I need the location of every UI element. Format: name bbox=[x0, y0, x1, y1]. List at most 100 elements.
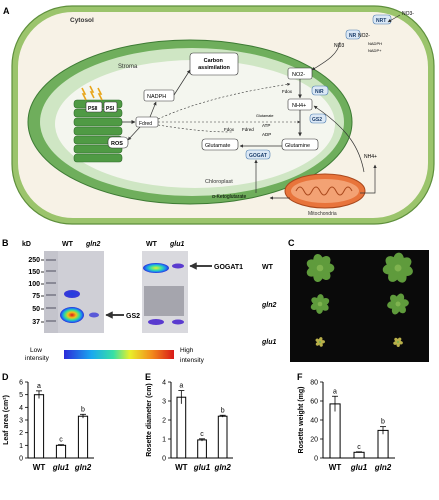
x-tick-label: glu1 bbox=[350, 463, 368, 472]
significance-letter: c bbox=[59, 437, 63, 444]
blot-gs2-ladder-band bbox=[46, 259, 56, 261]
y-tick-label: 2 bbox=[162, 418, 166, 425]
ladder-label-100: 100 bbox=[28, 281, 40, 288]
row-label-gln2: gln2 bbox=[261, 302, 276, 309]
gs2-box bbox=[309, 113, 327, 124]
ladder-label-75: 75 bbox=[32, 293, 40, 300]
fd-red-mid: Fdred bbox=[242, 127, 254, 132]
mitochondria-label: Mitochondria bbox=[308, 211, 337, 217]
band-gogat-glu1 bbox=[172, 263, 184, 269]
gs2-label-a: GS2 bbox=[312, 117, 322, 123]
intensity-colorbar bbox=[64, 350, 174, 359]
x-tick-label: WT bbox=[33, 463, 46, 472]
row-label-wt: WT bbox=[262, 264, 274, 271]
panel-c-letter: C bbox=[288, 238, 295, 248]
rosette-plant bbox=[387, 293, 409, 315]
fd-ox-mid: Fdox bbox=[224, 127, 235, 132]
panel-b-letter: B bbox=[2, 238, 9, 248]
bar-gln2 bbox=[377, 429, 389, 459]
significance-letter: b bbox=[221, 407, 225, 414]
x-tick-label: gln2 bbox=[213, 463, 231, 472]
y-tick-label: 4 bbox=[162, 380, 166, 387]
blot-gs2-ladder-band bbox=[46, 307, 56, 309]
ros-box bbox=[107, 136, 129, 149]
nir-label: NiR bbox=[315, 89, 324, 95]
blot-gs2-ladder-band bbox=[46, 270, 56, 272]
ros-label: ROS bbox=[111, 141, 123, 147]
y-tick-label: 3 bbox=[162, 399, 166, 406]
carbon-word: Carbon bbox=[204, 58, 224, 64]
low-intensity-label: intensity bbox=[25, 355, 50, 362]
panel-a-letter: A bbox=[3, 6, 10, 16]
bar-glu1 bbox=[55, 444, 67, 459]
significance-letter: b bbox=[381, 419, 385, 426]
band-gs2-wt bbox=[60, 307, 84, 323]
y-tick-label: 0 bbox=[162, 456, 166, 463]
x-tick-label: glu1 bbox=[52, 463, 70, 472]
nadp-small-label: NADP+ bbox=[368, 48, 382, 53]
row-label-glu1: glu1 bbox=[261, 339, 276, 346]
y-tick-label: 3 bbox=[19, 418, 23, 425]
psi-box bbox=[103, 101, 118, 113]
gogat-box bbox=[245, 149, 271, 160]
bar-wt bbox=[176, 396, 187, 459]
y-tick-label: 1 bbox=[19, 443, 23, 450]
y-axis-label: Leaf area (cm²) bbox=[3, 395, 10, 445]
bar-gln2 bbox=[77, 415, 89, 459]
nrt-label: NRT bbox=[376, 18, 386, 24]
y-tick-label: 4 bbox=[19, 405, 23, 412]
glutamate-box bbox=[201, 138, 239, 151]
y-tick-label: 0 bbox=[19, 456, 23, 463]
band-gogat-low-glu1 bbox=[172, 319, 184, 325]
no2-cyto-label: NO2- bbox=[358, 33, 370, 39]
psi-label: PSI bbox=[106, 106, 115, 112]
x-tick-label: WT bbox=[175, 463, 188, 472]
nr-label: NR bbox=[349, 33, 357, 39]
fd-red-label: Fdred bbox=[139, 121, 152, 127]
x-tick-label: glu1 bbox=[193, 463, 211, 472]
ketoglutarate-label: α-Ketoglutarate bbox=[212, 194, 247, 200]
y-tick-label: 20 bbox=[310, 437, 318, 444]
y-tick-label: 60 bbox=[310, 399, 318, 406]
col-wt-left: WT bbox=[62, 241, 74, 248]
y-axis-label: Rosette weight (mg) bbox=[298, 387, 305, 454]
ladder-label-37: 37 bbox=[32, 319, 40, 326]
glutamine-label: Glutamine bbox=[285, 143, 310, 149]
band-gogat-wt bbox=[143, 263, 169, 273]
significance-letter: b bbox=[81, 406, 85, 413]
y-axis-label: Rosette diameter (cm) bbox=[146, 383, 153, 457]
ladder-label-50: 50 bbox=[32, 306, 40, 313]
rosette-plant bbox=[310, 294, 330, 314]
y-tick-label: 40 bbox=[310, 418, 318, 425]
band-gs2-gln2 bbox=[89, 312, 99, 318]
y-tick-label: 80 bbox=[310, 380, 318, 387]
y-tick-label: 1 bbox=[162, 437, 166, 444]
rosette-plant bbox=[393, 337, 403, 347]
x-tick-label: WT bbox=[329, 463, 342, 472]
x-tick-label: gln2 bbox=[374, 463, 392, 472]
col-wt-right: WT bbox=[146, 241, 158, 248]
panel-c: C WT gln2 glu1 bbox=[261, 238, 429, 362]
blot-gs2-ladder-band bbox=[46, 320, 56, 322]
psii-box bbox=[85, 101, 103, 113]
bar-wt bbox=[329, 403, 341, 459]
bar-glu1 bbox=[353, 451, 365, 459]
y-tick-label: 2 bbox=[19, 430, 23, 437]
x-tick-label: gln2 bbox=[74, 463, 92, 472]
carbon-assimilation-box bbox=[189, 52, 239, 76]
nadph-small-label: NADPH bbox=[368, 41, 382, 46]
sunlight-icon bbox=[81, 85, 103, 101]
kd-label: kD bbox=[22, 241, 31, 248]
adp-label: ADP bbox=[262, 132, 271, 137]
nadph-box bbox=[143, 89, 175, 102]
nh4-cyto-label: NH4+ bbox=[364, 154, 377, 160]
rosettes bbox=[306, 252, 413, 347]
no2-chloro-label: NO2- bbox=[292, 72, 305, 78]
bar-gln2 bbox=[217, 415, 228, 459]
y-tick-label: 6 bbox=[19, 380, 23, 387]
carbon-assimilation-label: Carbon assimilation bbox=[198, 58, 230, 71]
rosette-plant bbox=[306, 253, 335, 283]
band-gogat-low-wt bbox=[148, 319, 164, 325]
